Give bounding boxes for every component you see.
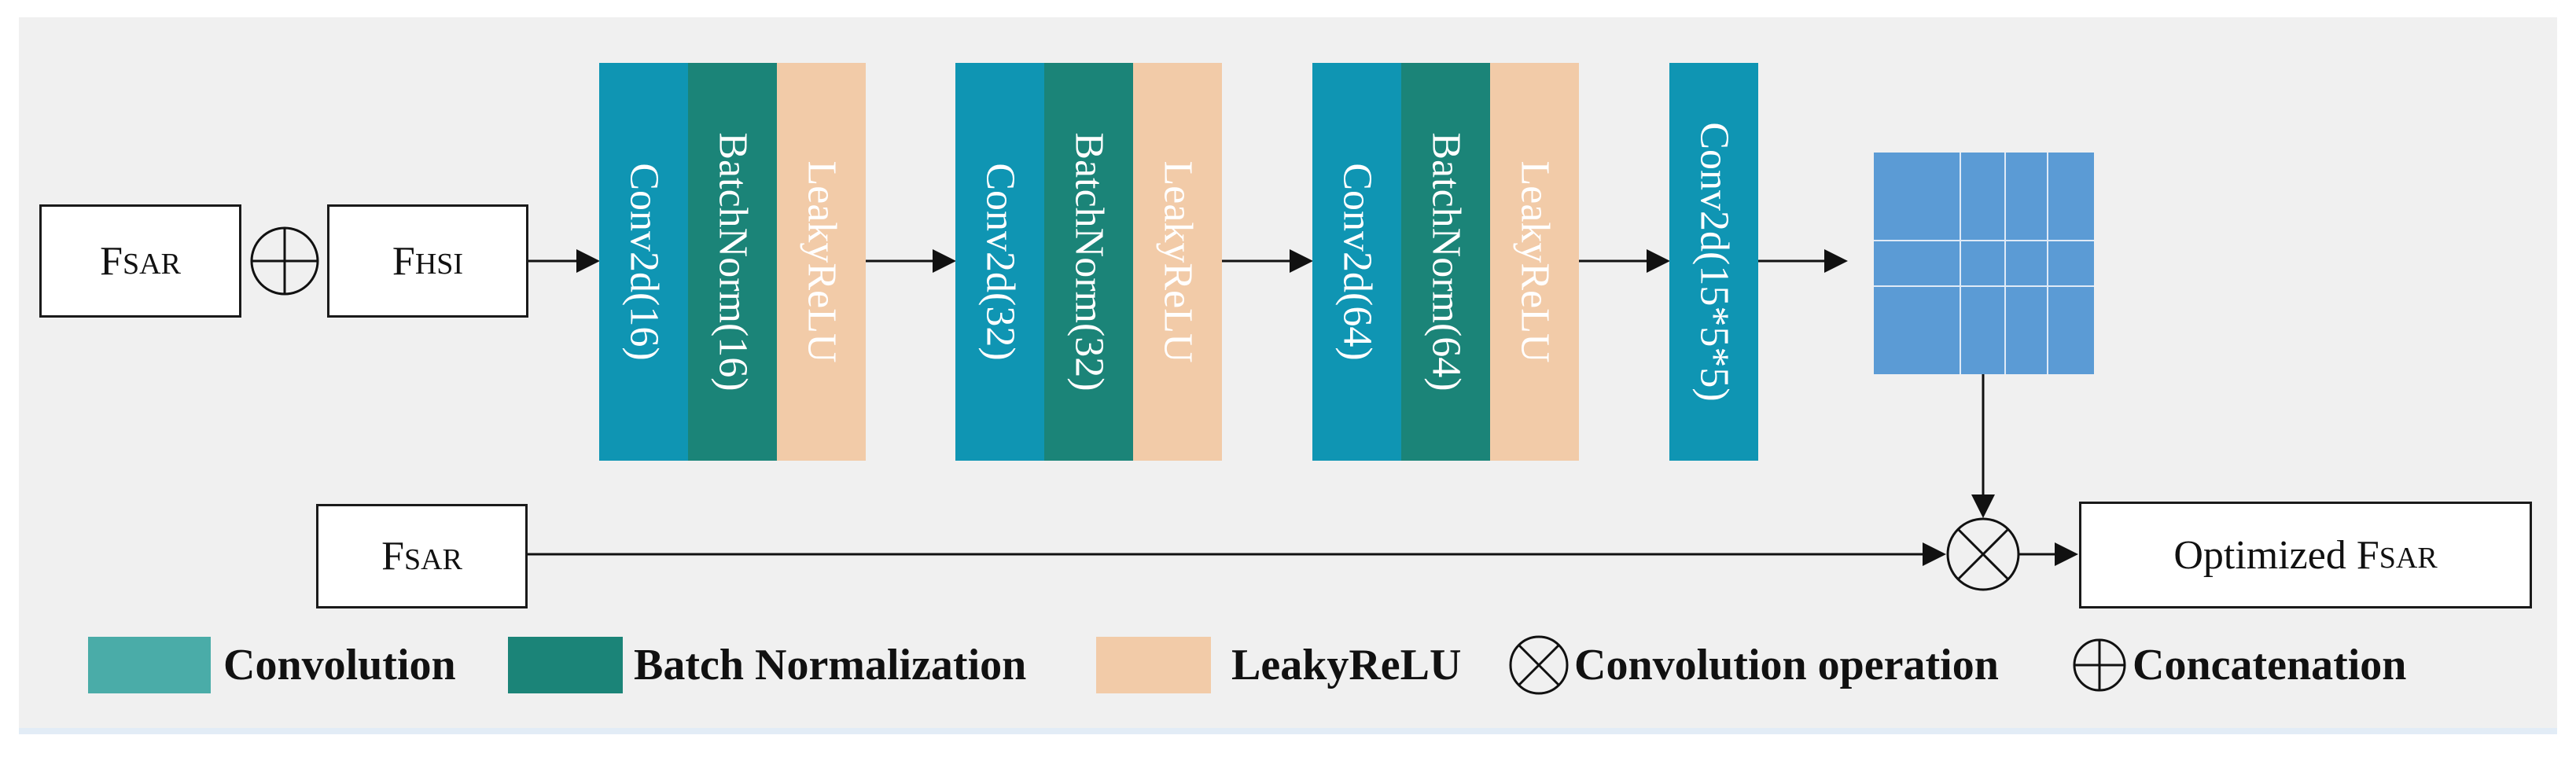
- block2-batchnorm-layer: BatchNorm(32): [1044, 63, 1133, 461]
- block2-leakyrelu-layer: LeakyReLU: [1133, 63, 1222, 461]
- block1-act-label: LeakyReLU: [799, 160, 844, 363]
- legend-lrelu-swatch: [1096, 637, 1211, 693]
- block3-leakyrelu-layer: LeakyReLU: [1490, 63, 1579, 461]
- kernel-grid: [1874, 153, 2094, 374]
- kernel-grid-fill: [1874, 153, 2094, 374]
- block1-bn-label: BatchNorm(16): [710, 132, 755, 392]
- convolution-operation-icon: [1946, 517, 2020, 591]
- block3-conv-layer: Conv2d(64): [1312, 63, 1401, 461]
- fsar-label: F: [100, 238, 123, 284]
- final-conv-label: Conv2d(15*5*5): [1691, 122, 1736, 402]
- fsar-bottom-label: F: [381, 534, 404, 579]
- block1-conv-label: Conv2d(16): [621, 163, 666, 361]
- block3-conv-label: Conv2d(64): [1334, 163, 1379, 361]
- block3-bn-label: BatchNorm(64): [1423, 132, 1468, 392]
- diagram-panel: [19, 17, 2557, 728]
- concatenation-icon: [250, 226, 319, 296]
- final-conv-layer: Conv2d(15*5*5): [1669, 63, 1758, 461]
- optimized-fsar-subscript: SAR: [2379, 542, 2438, 575]
- block1-leakyrelu-layer: LeakyReLU: [777, 63, 866, 461]
- legend-conv-operation-label: Convolution operation: [1574, 641, 1999, 689]
- block1-batchnorm-layer: BatchNorm(16): [688, 63, 777, 461]
- block2-act-label: LeakyReLU: [1155, 160, 1200, 363]
- fhsi-subscript: HSI: [414, 248, 464, 281]
- block2-bn-label: BatchNorm(32): [1066, 132, 1111, 392]
- panel-underline: [19, 728, 2557, 734]
- legend-conv-operation-icon: [1509, 635, 1569, 695]
- legend-conv-label: Convolution: [223, 641, 456, 689]
- legend-bn-label: Batch Normalization: [634, 641, 1027, 689]
- block3-batchnorm-layer: BatchNorm(64): [1401, 63, 1490, 461]
- fsar-subscript: SAR: [123, 248, 181, 281]
- block2-conv-layer: Conv2d(32): [955, 63, 1044, 461]
- block2-conv-label: Conv2d(32): [977, 163, 1022, 361]
- optimized-fsar-label: Optimized F: [2173, 532, 2379, 578]
- legend-concatenation-icon: [2073, 638, 2126, 692]
- block1-conv-layer: Conv2d(16): [599, 63, 688, 461]
- legend-concatenation-label: Concatenation: [2133, 641, 2407, 689]
- legend-conv-swatch: [88, 637, 211, 693]
- legend-bn-swatch: [508, 637, 623, 693]
- legend-lrelu-label: LeakyReLU: [1231, 641, 1462, 689]
- fsar-bottom-subscript: SAR: [404, 542, 462, 576]
- block3-act-label: LeakyReLU: [1512, 160, 1557, 363]
- fhsi-label: F: [392, 238, 415, 284]
